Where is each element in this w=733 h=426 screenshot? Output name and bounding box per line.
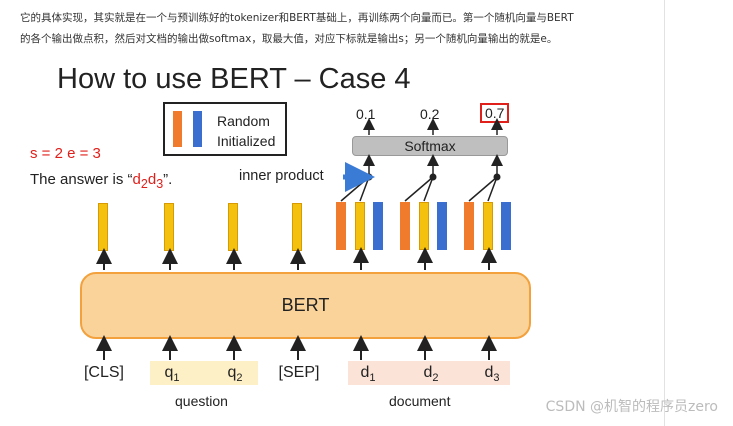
answer-d3-letter: d [147, 171, 157, 188]
token-d1-sub: 1 [369, 372, 376, 385]
token-d1: d1 [343, 364, 393, 384]
token-d2-letter: d [423, 364, 433, 381]
answer-suffix: ”. [163, 171, 173, 188]
token-d3-letter: d [484, 364, 494, 381]
answer-d2-letter: d [132, 171, 141, 188]
answer-text: The answer is “d2d3”. [30, 171, 172, 191]
answer-prefix: The answer is “ [30, 171, 133, 188]
token-q1-letter: q [164, 364, 174, 381]
legend-box: Random Initialized [163, 102, 287, 156]
token-sep: [SEP] [278, 364, 320, 381]
blue-vector-d3 [501, 202, 511, 250]
document-label: document [389, 393, 451, 409]
ip-tree-d1-left [340, 176, 370, 202]
article-line-1: 它的具体实现，其实就是在一个与预训练好的tokenizer和BERT基础上，再训… [20, 12, 574, 24]
document-highlight [348, 361, 510, 385]
article-line-2: 的各个输出做点积，然后对文档的输出做softmax，取最大值，对应下标就是输出s… [20, 33, 558, 45]
orange-vector-d3 [464, 202, 474, 250]
token-cls: [CLS] [83, 364, 124, 381]
bert-model-box: BERT [80, 272, 531, 339]
token-q2: q2 [210, 364, 260, 384]
token-q2-letter: q [227, 364, 237, 381]
token-d3-sub: 3 [493, 372, 500, 385]
answer-d2-sub: 2 [140, 177, 148, 191]
ip-tree-d3-left [468, 176, 498, 202]
legend-blue-swatch [193, 111, 202, 147]
ip-tree-d2-left [404, 176, 434, 202]
token-q1-sub: 1 [173, 372, 180, 385]
legend-line-2: Initialized [217, 133, 276, 149]
blue-vector-d2 [437, 202, 447, 250]
legend-orange-swatch [173, 111, 182, 147]
answer-d3: d3 [147, 171, 164, 191]
orange-vector-d2 [400, 202, 410, 250]
content-divider [664, 0, 665, 426]
answer-d3-sub: 3 [156, 177, 164, 191]
article-text: 它的具体实现，其实就是在一个与预训练好的tokenizer和BERT基础上，再训… [20, 8, 650, 50]
answer-d2: d2 [132, 171, 148, 191]
slide-title: How to use BERT – Case 4 [57, 63, 411, 95]
blue-vector-d1 [373, 202, 383, 250]
start-end-label: s = 2 e = 3 [30, 145, 101, 162]
watermark: CSDN @机智的程序员zero [545, 399, 718, 415]
token-q1: q1 [147, 364, 197, 384]
ip-dot-d2 [429, 173, 437, 181]
token-d3: d3 [467, 364, 517, 384]
ip-dot-d3 [493, 173, 501, 181]
token-d2-sub: 2 [432, 372, 439, 385]
inner-product-label: inner product [239, 168, 324, 184]
question-label: question [175, 393, 228, 409]
question-highlight [150, 361, 258, 385]
ip-dot-d1 [365, 173, 373, 181]
legend-line-1: Random [217, 113, 270, 129]
token-d1-letter: d [360, 364, 370, 381]
token-q2-sub: 2 [236, 372, 243, 385]
orange-vector-d1 [336, 202, 346, 250]
legend-text: Random Initialized [217, 111, 275, 151]
token-d2: d2 [406, 364, 456, 384]
